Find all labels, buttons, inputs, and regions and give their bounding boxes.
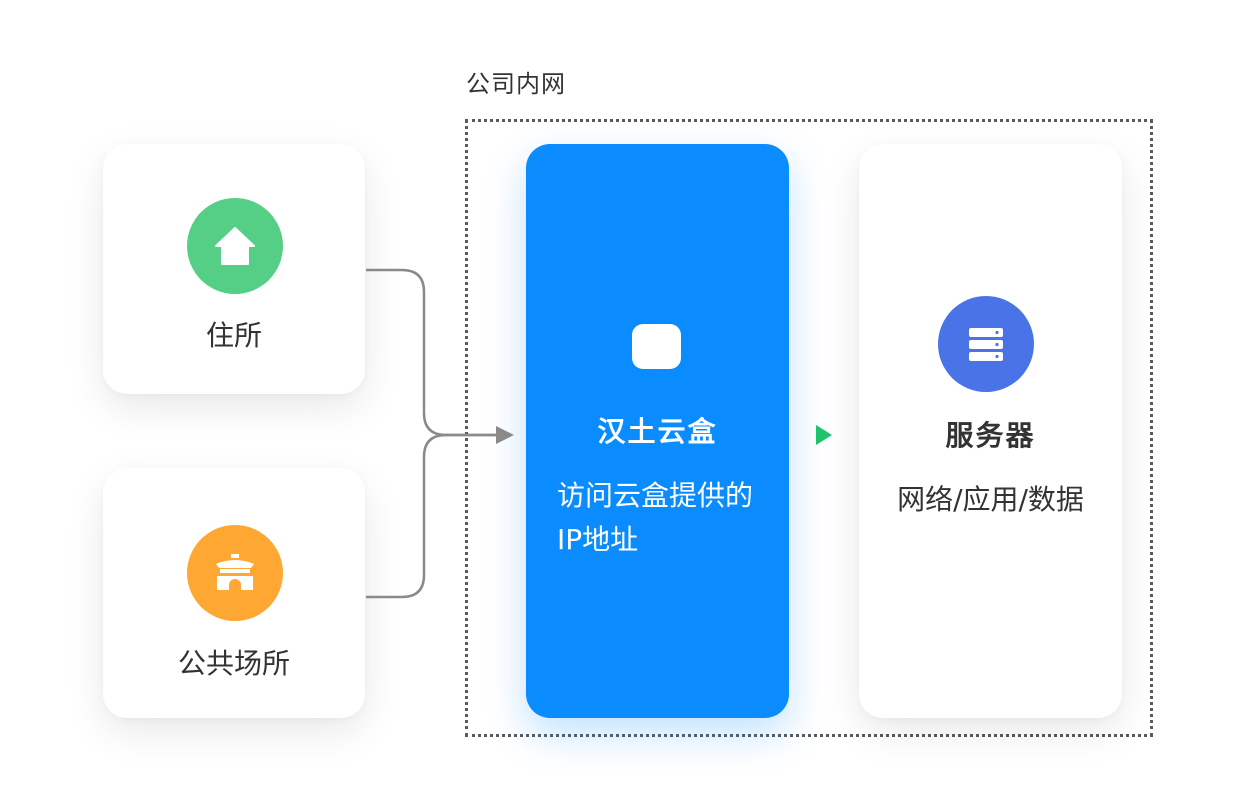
public-place-node: 公共场所 [103,468,365,718]
home-icon-circle [187,198,283,294]
gate-icon [216,554,254,590]
cloud-box-title: 汉土云盒 [597,415,718,448]
server-description: 网络/应用/数据 [897,483,1084,516]
public-icon-circle [187,525,283,621]
house-icon [215,227,255,265]
server-node: 服务器 网络/应用/数据 [859,144,1122,718]
server-title: 服务器 [945,419,1036,452]
cloud-box-icon [632,324,681,369]
server-icon-circle [938,296,1034,392]
server-icon [969,328,1003,361]
intranet-zone-label: 公司内网 [466,70,566,98]
home-label: 住所 [205,319,262,352]
home-node: 住所 [103,144,365,394]
cloud-box-description: 访问云盒提供的IP地址 [557,479,754,556]
cloud-box-node: 汉土云盒 访问云盒提供的IP地址 [526,144,789,718]
public-place-label: 公共场所 [177,647,290,680]
